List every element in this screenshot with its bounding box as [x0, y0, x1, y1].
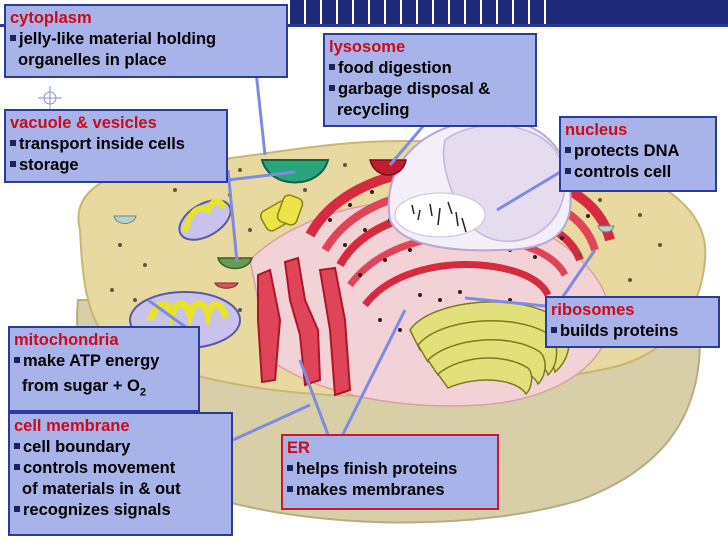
crosshair-mark: [38, 86, 62, 110]
cont-mitochondria: from sugar + O2: [14, 376, 194, 403]
item-mitochondria-1: make ATP energy: [14, 351, 194, 372]
item-cytoplasm-1: jelly-like material holding: [10, 29, 282, 50]
chromatin: [411, 201, 467, 233]
label-er: ER helps finish proteins makes membranes: [281, 434, 499, 510]
item-ribosomes-1: builds proteins: [551, 321, 714, 342]
header-underline: [0, 24, 728, 27]
item-vacuole-1: transport inside cells: [10, 134, 222, 155]
title-mitochondria: mitochondria: [14, 331, 119, 349]
header-solid: [560, 0, 728, 24]
label-cytoplasm: cytoplasm jelly-like material holding or…: [4, 4, 288, 78]
nucleus: [387, 118, 572, 252]
cont-cell-membrane: of materials in & out: [22, 480, 181, 498]
item-cell-membrane-1: cell boundary: [14, 437, 227, 458]
cont-lysosome: recycling: [337, 101, 410, 119]
cont-cytoplasm: organelles in place: [18, 51, 167, 69]
item-er-2: makes membranes: [287, 480, 493, 501]
item-lysosome-1: food digestion: [329, 58, 531, 79]
item-lysosome-2: garbage disposal &: [329, 79, 531, 100]
title-vacuole: vacuole & vesicles: [10, 114, 157, 132]
label-vacuole: vacuole & vesicles transport inside cell…: [4, 109, 228, 183]
title-cell-membrane: cell membrane: [14, 417, 130, 435]
cont-mitochondria-sub: 2: [139, 386, 146, 399]
golgi-apparatus: [409, 301, 570, 396]
label-mitochondria: mitochondria make ATP energy from sugar …: [8, 326, 200, 412]
item-cell-membrane-2: controls movement: [14, 458, 227, 479]
item-cell-membrane-3: recognizes signals: [14, 500, 227, 521]
title-er: ER: [287, 439, 310, 457]
title-lysosome: lysosome: [329, 38, 406, 56]
item-er-1: helps finish proteins: [287, 459, 493, 480]
centrioles: [259, 194, 304, 232]
item-nucleus-1: protects DNA: [565, 141, 711, 162]
label-ribosomes: ribosomes builds proteins: [545, 296, 720, 348]
mitochondrion-upper: [178, 198, 232, 241]
title-nucleus: nucleus: [565, 121, 628, 139]
vacuole-vesicles: [113, 159, 615, 289]
label-nucleus: nucleus protects DNA controls cell: [559, 116, 717, 192]
cont-mitochondria-text: from sugar + O: [22, 377, 140, 395]
item-vacuole-2: storage: [10, 155, 222, 176]
title-ribosomes: ribosomes: [551, 301, 635, 319]
smooth-er: [257, 256, 352, 397]
item-nucleus-2: controls cell: [565, 162, 711, 183]
label-cell-membrane: cell membrane cell boundary controls mov…: [8, 412, 233, 536]
title-cytoplasm: cytoplasm: [10, 9, 92, 27]
label-lysosome: lysosome food digestion garbage disposal…: [323, 33, 537, 127]
